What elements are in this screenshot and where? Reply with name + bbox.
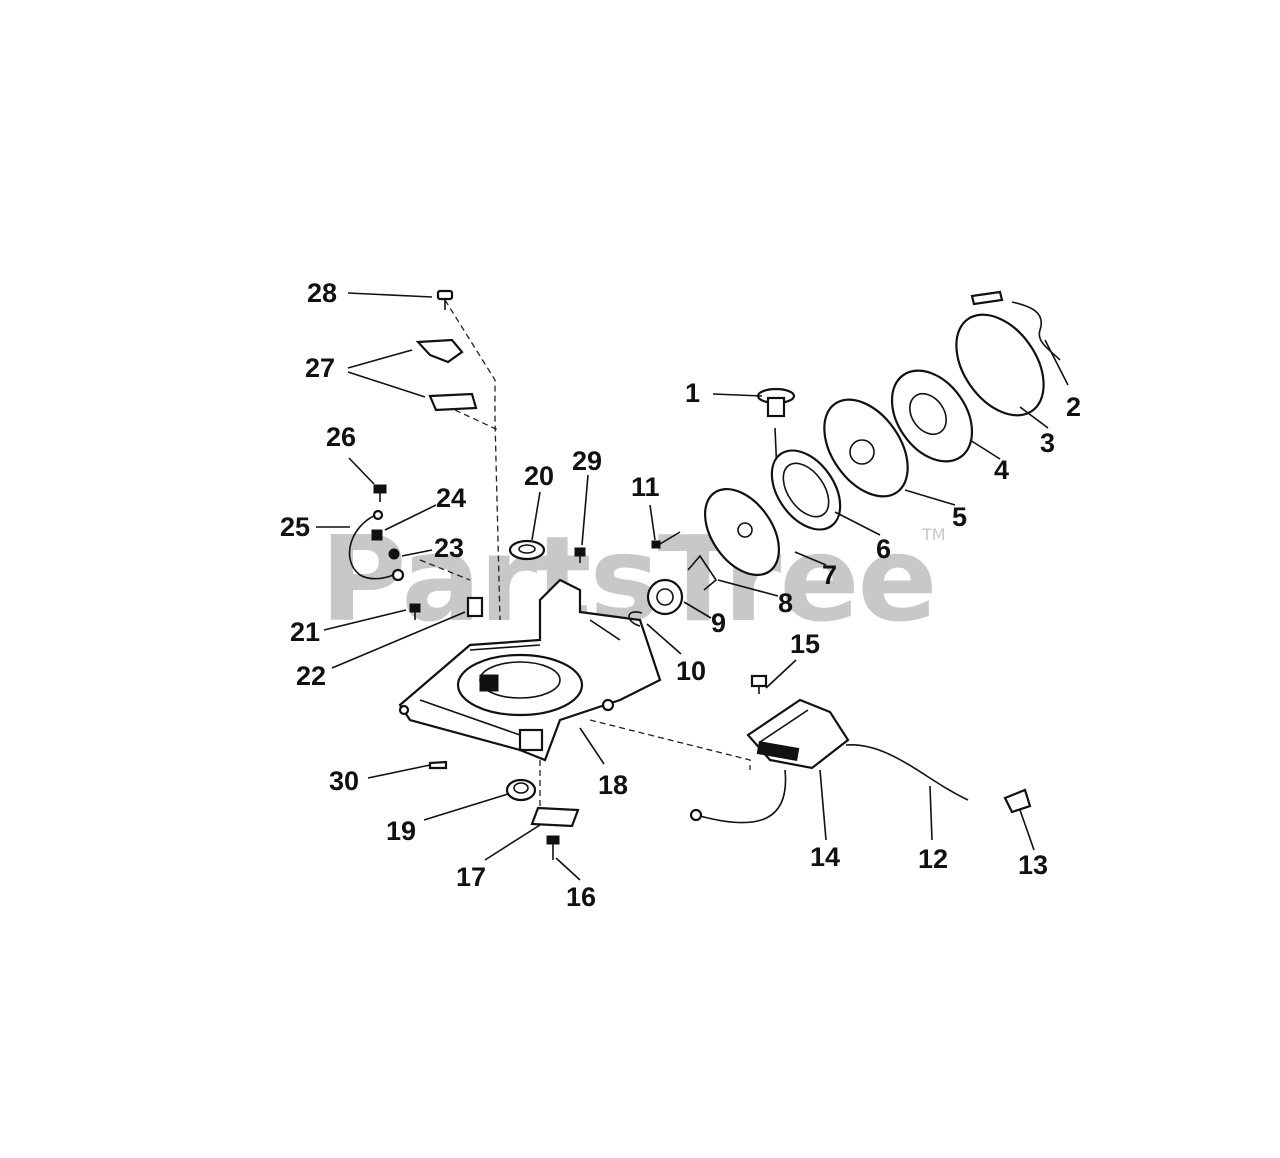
part-27-bracket [415, 338, 478, 412]
callout-20: 20 [524, 461, 554, 491]
callout-29: 29 [572, 446, 602, 476]
part-13-boot [1003, 788, 1032, 814]
part-25-wire [348, 509, 405, 582]
callout-24: 24 [436, 483, 466, 513]
callout-5: 5 [952, 502, 967, 532]
part-7-pulley [703, 487, 781, 577]
callout-14: 14 [810, 842, 840, 872]
callout-2: 2 [1066, 392, 1081, 422]
part-19-bushing [505, 778, 537, 802]
callout-19: 19 [386, 816, 416, 846]
part-12-lead [689, 744, 969, 824]
part-30-pin [428, 760, 448, 770]
callout-10: 10 [676, 656, 706, 686]
callout-15: 15 [790, 629, 820, 659]
callout-9: 9 [711, 608, 726, 638]
callout-18: 18 [598, 770, 628, 800]
part-18-housing [398, 578, 662, 762]
callout-23: 23 [434, 533, 464, 563]
part-15-screw [750, 674, 768, 694]
part-10-clip [628, 611, 643, 627]
callout-1: 1 [685, 378, 700, 408]
callout-3: 3 [1040, 428, 1055, 458]
part-24-terminal [371, 529, 383, 541]
callout-4: 4 [994, 455, 1009, 485]
callout-26: 26 [326, 422, 356, 452]
part-28-screw [436, 289, 454, 310]
part-4-cup [890, 369, 974, 463]
part-20-washer [508, 539, 546, 561]
part-26-screw [373, 484, 387, 502]
part-11-screw [651, 531, 681, 549]
callout-11: 11 [631, 472, 660, 502]
part-29-screw [574, 547, 586, 563]
part-23-nut [388, 548, 400, 560]
callout-8: 8 [778, 588, 793, 618]
callout-12: 12 [918, 844, 948, 874]
callout-16: 16 [566, 882, 596, 912]
callout-21: 21 [290, 617, 320, 647]
part-22-clip [466, 596, 484, 618]
callout-labels: 1 2 3 4 5 6 7 8 9 10 11 12 13 14 15 16 1… [280, 278, 1081, 912]
part-16-screw [546, 835, 560, 860]
leader-lines [316, 292, 1069, 881]
part-3-cover [955, 290, 1045, 417]
part-1-handle [756, 387, 796, 418]
callout-13: 13 [1018, 850, 1048, 880]
callout-27: 27 [305, 353, 335, 383]
callout-7: 7 [822, 560, 837, 590]
callout-28: 28 [307, 278, 337, 308]
watermark-trademark: TM [921, 525, 946, 544]
part-9-gear [646, 578, 684, 616]
part-5-reel [823, 398, 909, 498]
part-14-coil [746, 698, 850, 770]
callout-6: 6 [876, 534, 891, 564]
part-17-plate [530, 806, 580, 828]
part-6-spring-coil [770, 427, 842, 531]
part-21-screw [409, 603, 421, 620]
callout-30: 30 [329, 766, 359, 796]
callout-17: 17 [456, 862, 486, 892]
part-8-spring [687, 554, 718, 591]
callout-22: 22 [296, 661, 326, 691]
callout-25: 25 [280, 512, 310, 542]
